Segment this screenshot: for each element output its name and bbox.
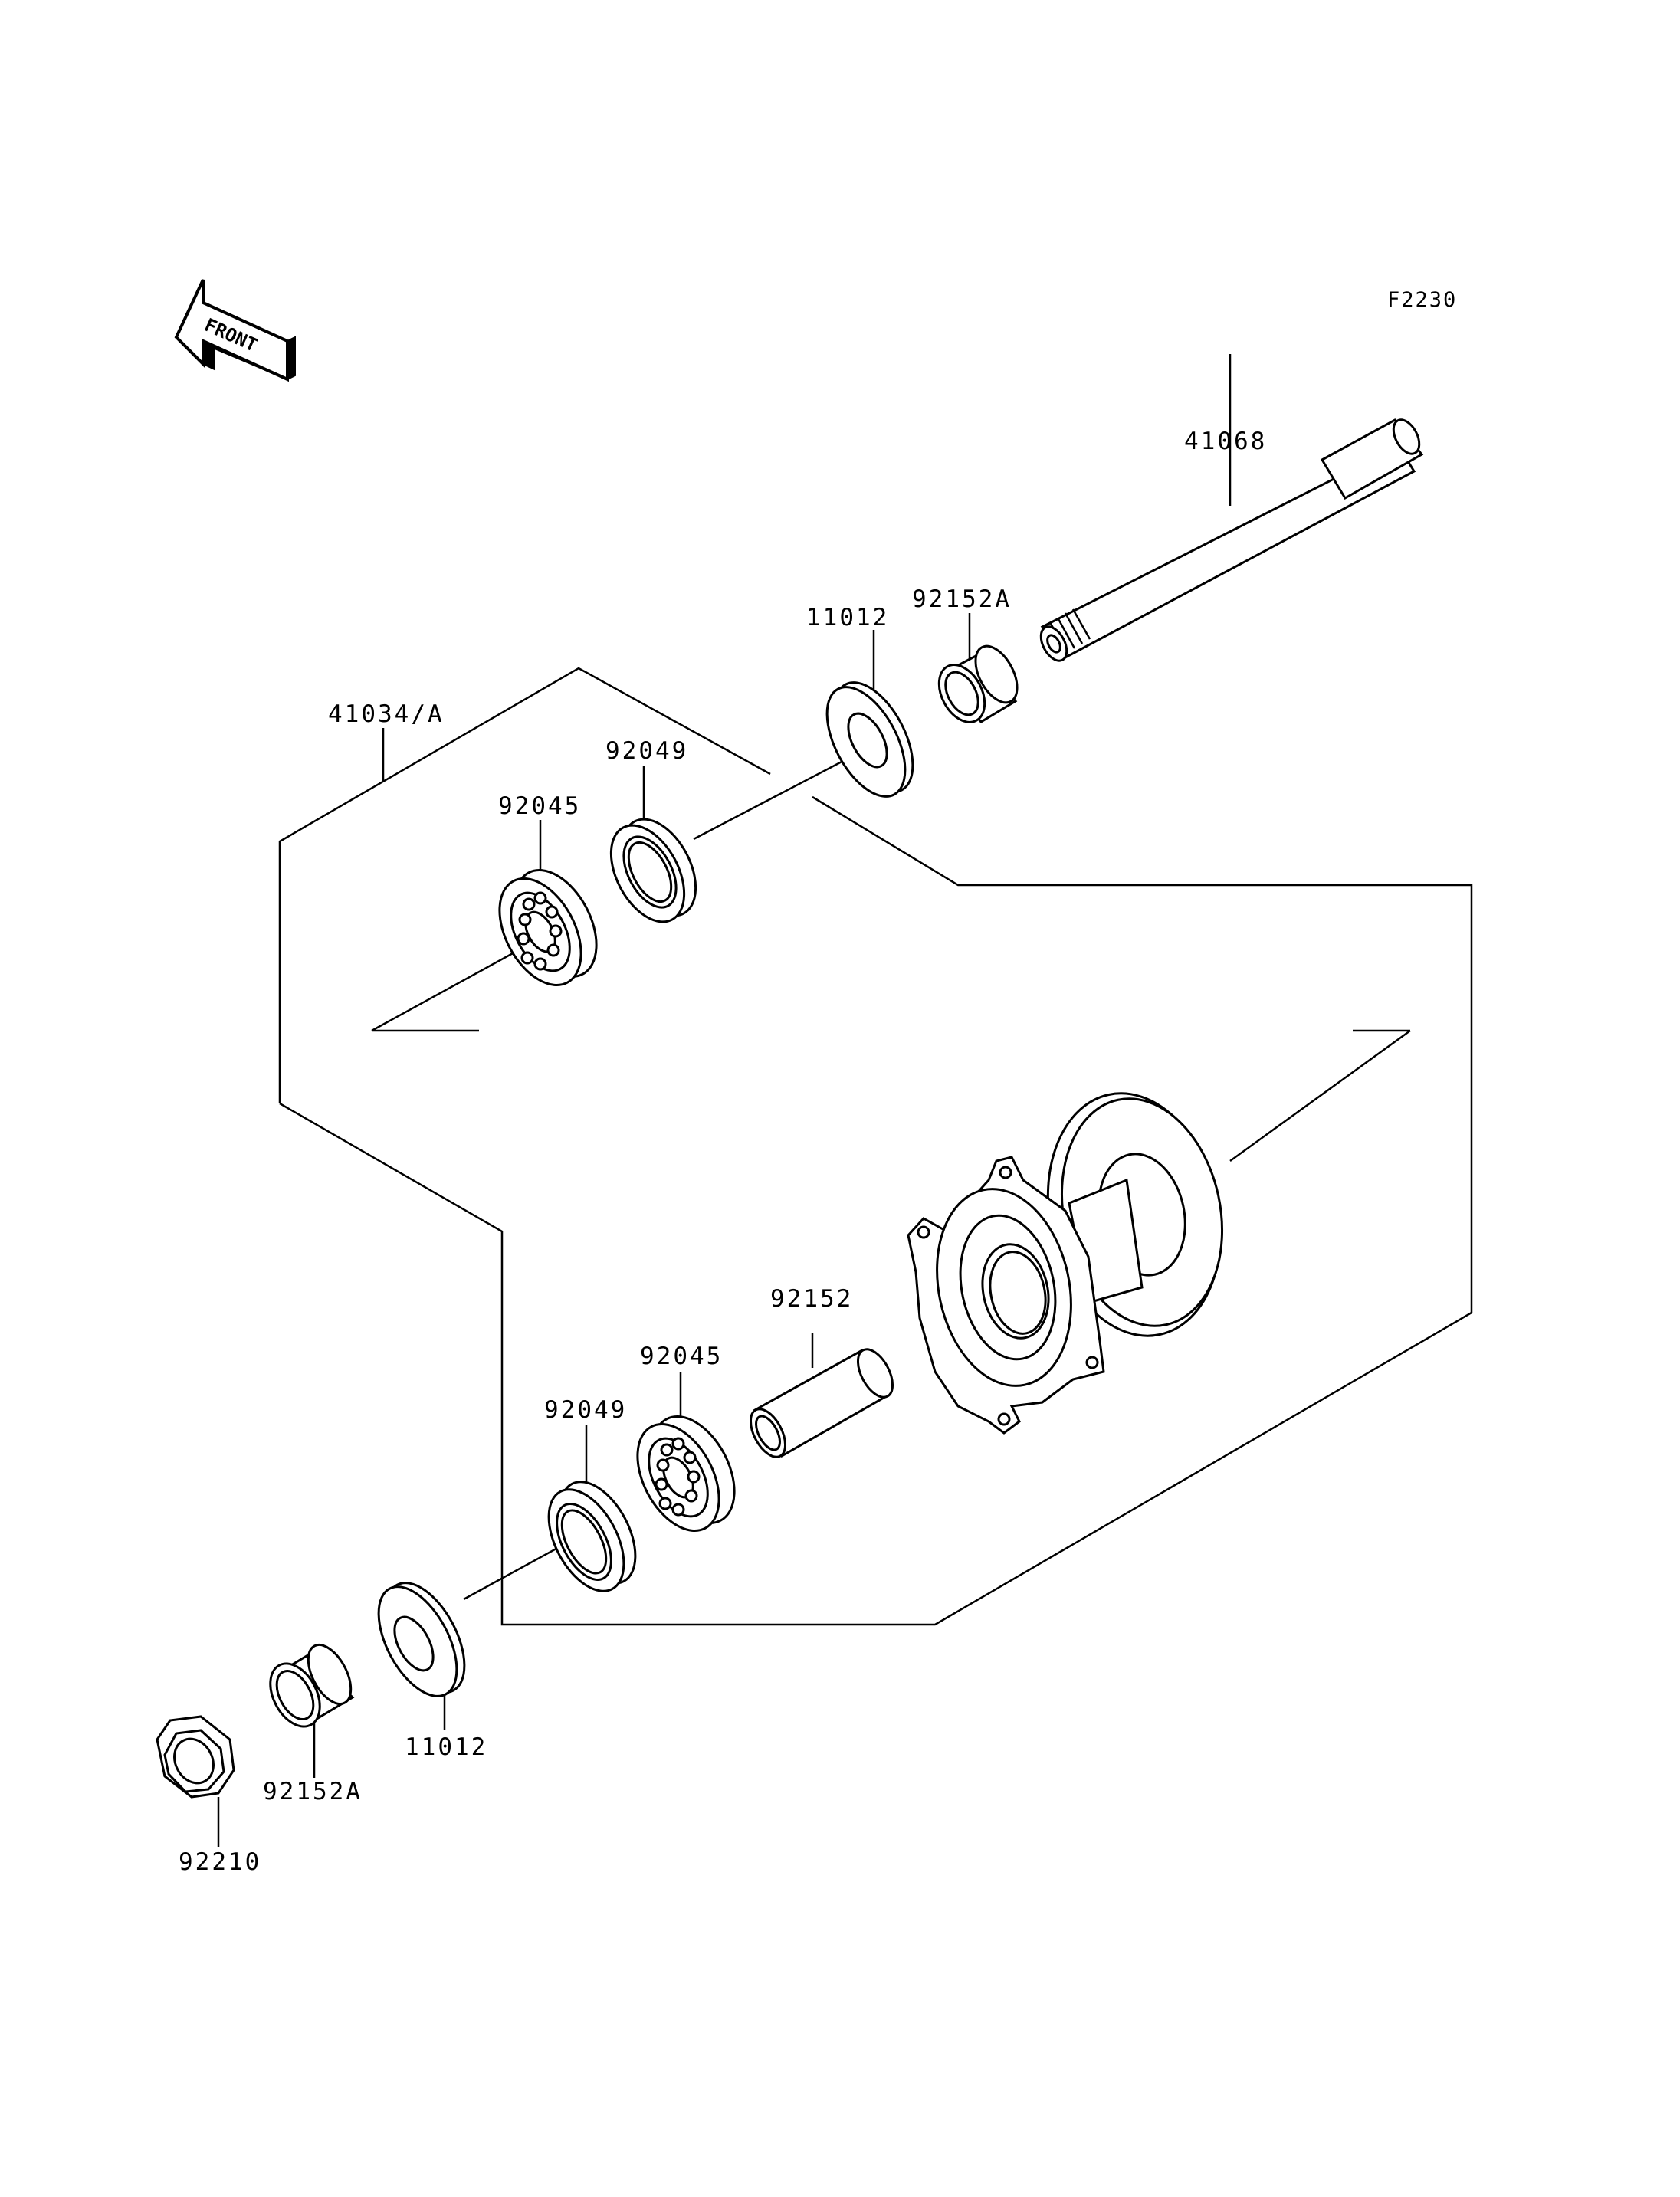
label-92045-top: 92045 (498, 792, 581, 820)
seal-11012-top (825, 681, 914, 798)
bearing-92045-top (498, 868, 598, 987)
label-41034-a: 41034/A (328, 700, 445, 728)
bearing-92045-bottom (636, 1415, 736, 1533)
label-92049-bottom: 92049 (544, 1396, 627, 1424)
axle-nut-92210 (156, 1715, 235, 1799)
seal-11012-bottom (377, 1582, 466, 1697)
label-11012-top: 11012 (806, 604, 889, 631)
label-92152: 92152 (770, 1285, 853, 1313)
label-92049-top: 92049 (605, 737, 688, 765)
label-92152a-bottom: 92152A (263, 1778, 363, 1805)
hub-assembly-outline (278, 667, 1473, 1626)
figure-code: F2230 (1387, 288, 1457, 312)
wheel-hub (907, 1092, 1224, 1435)
oil-seal-92049-bottom (547, 1481, 637, 1592)
collar-92152a-bottom (269, 1644, 355, 1728)
collar-92152a-top (937, 644, 1019, 723)
label-11012-bottom: 11012 (405, 1733, 487, 1761)
label-92210: 92210 (179, 1848, 261, 1876)
label-92045-bottom: 92045 (640, 1343, 723, 1370)
front-arrow-icon: FRONT (174, 279, 296, 382)
axle-41068 (1039, 418, 1424, 662)
oil-seal-92049-top (609, 818, 697, 923)
label-41068: 41068 (1184, 428, 1267, 455)
spacer-92152 (749, 1348, 894, 1458)
label-92152a-top: 92152A (912, 585, 1012, 613)
